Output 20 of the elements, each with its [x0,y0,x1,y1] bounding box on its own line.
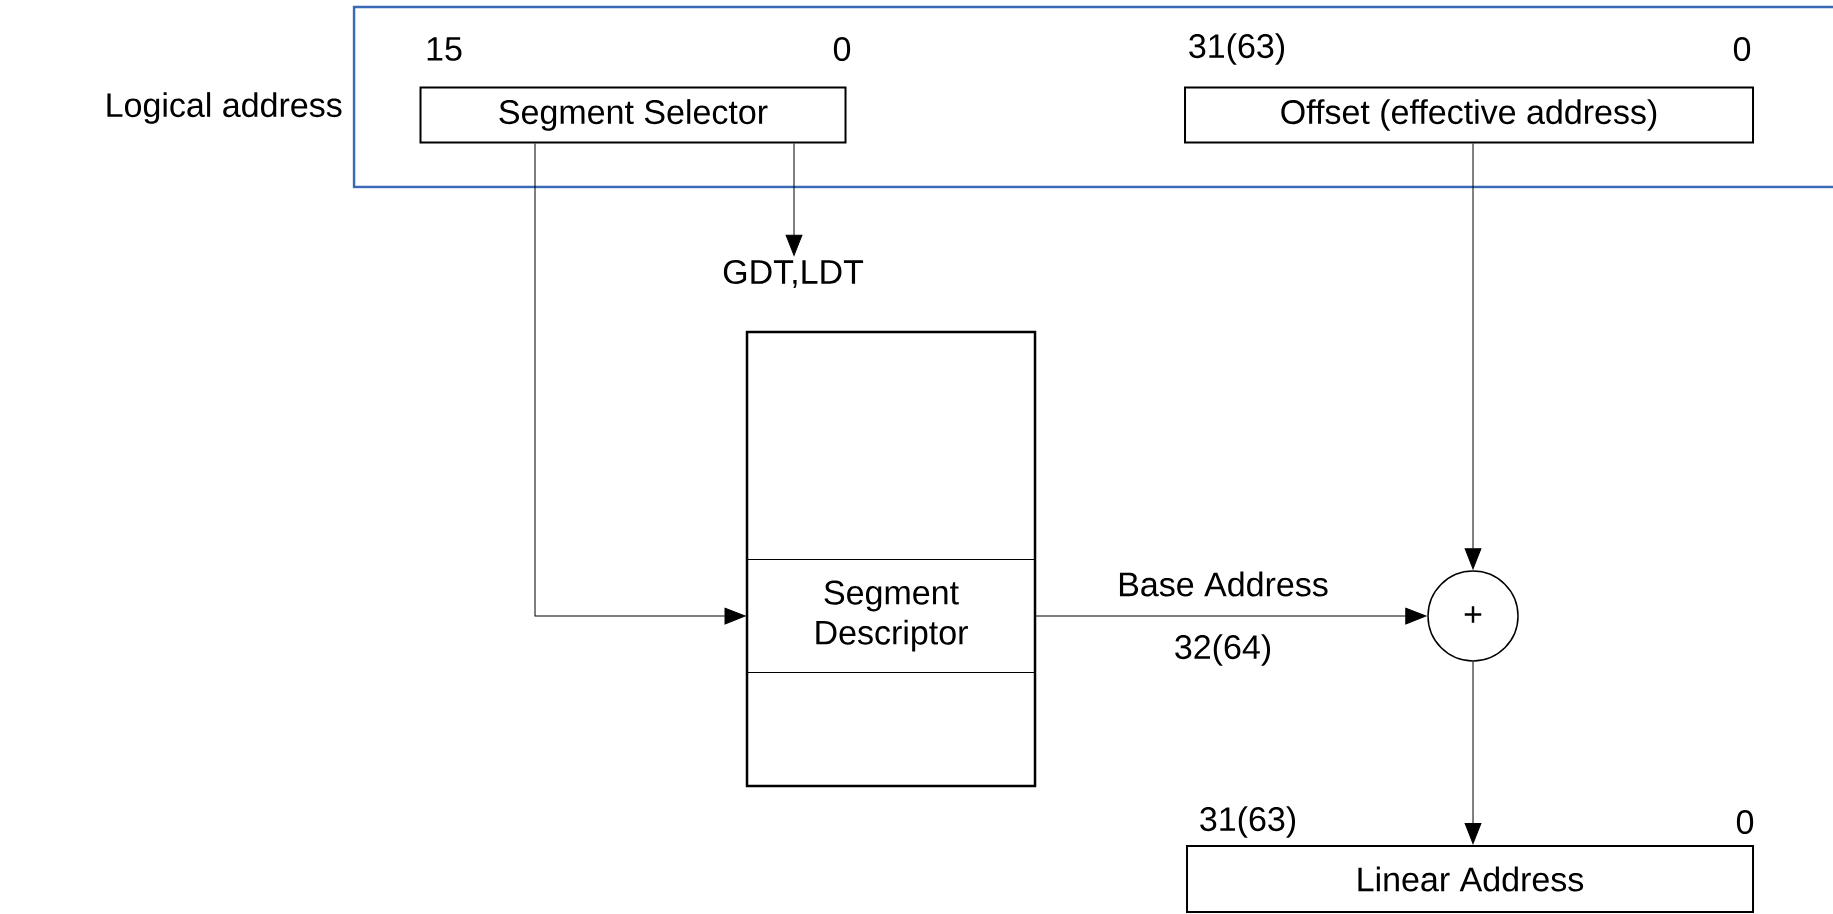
table-box [745,330,1037,788]
bit-number: 0 [1733,36,1751,62]
bit-number: 31(63) [1200,806,1296,838]
bit-number: 15 [427,37,462,61]
descriptor-entry: Segment Descriptor [746,559,1036,673]
arrow [534,143,746,625]
bit-width: 32(64) [1175,634,1271,666]
bit-number: 0 [833,36,851,62]
table-label: GDT,LDT [723,259,864,289]
register-box: Segment Selector [419,86,847,144]
arrow [785,143,803,256]
bit-number: 0 [1736,809,1754,835]
arrow [1464,143,1482,570]
edge-label: Base Address [1119,571,1328,597]
register-box: Offset (effective address) [1184,86,1754,144]
bit-number: 31(63) [1189,33,1285,65]
register-box: Linear Address [1186,845,1754,913]
arrow [1464,661,1482,845]
heading: Logical address [107,92,342,124]
arrow [1035,607,1427,625]
